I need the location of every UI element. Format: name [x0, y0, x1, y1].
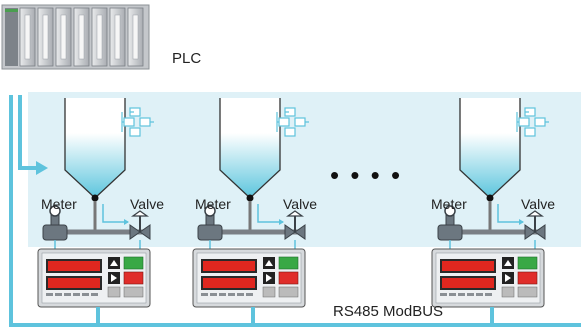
sensor-block	[518, 117, 530, 127]
indicator-led	[91, 293, 98, 296]
unit-1-valve-label: Valve	[130, 196, 164, 212]
flow-meter-icon	[197, 224, 223, 241]
sensor-block	[129, 127, 141, 137]
valve-handle	[285, 210, 305, 217]
reset-button	[123, 286, 144, 298]
up-arrow-icon	[265, 260, 273, 266]
indicator-led	[55, 293, 62, 296]
tank-outlet	[246, 194, 254, 202]
bus-label: RS485 ModBUS	[333, 303, 444, 320]
plc-module-slot	[60, 14, 67, 60]
plc-module-slot	[24, 14, 31, 60]
valve-handle	[525, 210, 545, 217]
ellipsis-dots: • • • •	[330, 160, 403, 190]
indicator-led	[440, 293, 447, 296]
reset-button	[517, 286, 538, 298]
indicator-led	[476, 293, 483, 296]
indicator-led	[210, 293, 217, 296]
right-arrow-icon	[111, 274, 117, 282]
unit-1-meter-label: Meter	[41, 196, 77, 212]
cell-button	[107, 286, 121, 298]
indicator-led	[467, 293, 474, 296]
signal-line	[102, 204, 128, 223]
unit-3-meter-label: Meter	[431, 196, 467, 212]
flow-meter-dial	[444, 205, 456, 217]
start-button	[123, 256, 144, 270]
flow-meter-icon	[42, 224, 68, 241]
sensor-block	[278, 117, 290, 127]
bus-cable	[9, 95, 581, 327]
signal-arrow	[124, 219, 129, 225]
right-arrow-icon	[505, 274, 511, 282]
plc-power-module	[5, 8, 18, 66]
indicator-led	[219, 293, 226, 296]
unit-3-valve-label: Valve	[521, 196, 555, 212]
tank-outlet	[486, 194, 494, 202]
display-bottom-digits	[203, 278, 255, 288]
unit-2-valve-label: Valve	[283, 196, 317, 212]
plc-module-slot	[96, 14, 103, 60]
indicator-led	[201, 293, 208, 296]
indicator-led	[246, 293, 253, 296]
plc-module-slot	[78, 14, 85, 60]
sensor-block	[294, 117, 306, 127]
plc-module-slot	[114, 14, 121, 60]
cell-button	[262, 286, 276, 298]
plc-module-slot	[42, 14, 49, 60]
tank-unit-1	[37, 98, 154, 325]
indicator-led	[46, 293, 53, 296]
display-top-digits	[203, 261, 255, 271]
sensor-wire	[516, 111, 549, 132]
display-top-digits	[48, 261, 100, 271]
sensor-wire	[276, 111, 309, 132]
indicator-led	[228, 293, 235, 296]
signal-line	[497, 204, 523, 223]
indicator-led	[449, 293, 456, 296]
plc-label: PLC	[172, 50, 202, 67]
sensor-block	[534, 117, 546, 127]
cable-arrow	[36, 161, 48, 175]
tank-outlet	[91, 194, 99, 202]
flow-meter-dial	[49, 205, 61, 217]
signal-arrow	[279, 219, 284, 225]
indicator-led	[73, 293, 80, 296]
valve-handle	[130, 210, 150, 217]
signal-line	[257, 204, 283, 223]
stop-button	[517, 271, 538, 285]
display-bottom-digits	[48, 278, 100, 288]
start-button	[517, 256, 538, 270]
sensor-block	[123, 117, 135, 127]
display-bottom-digits	[442, 278, 494, 288]
sensor-wire	[121, 111, 154, 132]
start-button	[278, 256, 299, 270]
sensor-block	[139, 117, 151, 127]
tank-unit-2	[192, 98, 309, 325]
right-arrow-icon	[266, 274, 272, 282]
indicator-led	[485, 293, 492, 296]
stop-button	[123, 271, 144, 285]
indicator-led	[82, 293, 89, 296]
indicator-led	[458, 293, 465, 296]
up-arrow-icon	[110, 260, 118, 266]
signal-arrow	[519, 219, 524, 225]
reset-button	[278, 286, 299, 298]
plc-module-slot	[132, 14, 139, 60]
flow-meter-dial	[204, 205, 216, 217]
display-top-digits	[442, 261, 494, 271]
plc-led	[5, 9, 18, 12]
indicator-led	[237, 293, 244, 296]
up-arrow-icon	[504, 260, 512, 266]
sensor-block	[524, 127, 536, 137]
sensor-block	[284, 127, 296, 137]
cell-button	[501, 286, 515, 298]
unit-2-meter-label: Meter	[195, 196, 231, 212]
stop-button	[278, 271, 299, 285]
tank-unit-3	[431, 98, 549, 325]
indicator-led	[64, 293, 71, 296]
flow-meter-icon	[437, 224, 463, 241]
